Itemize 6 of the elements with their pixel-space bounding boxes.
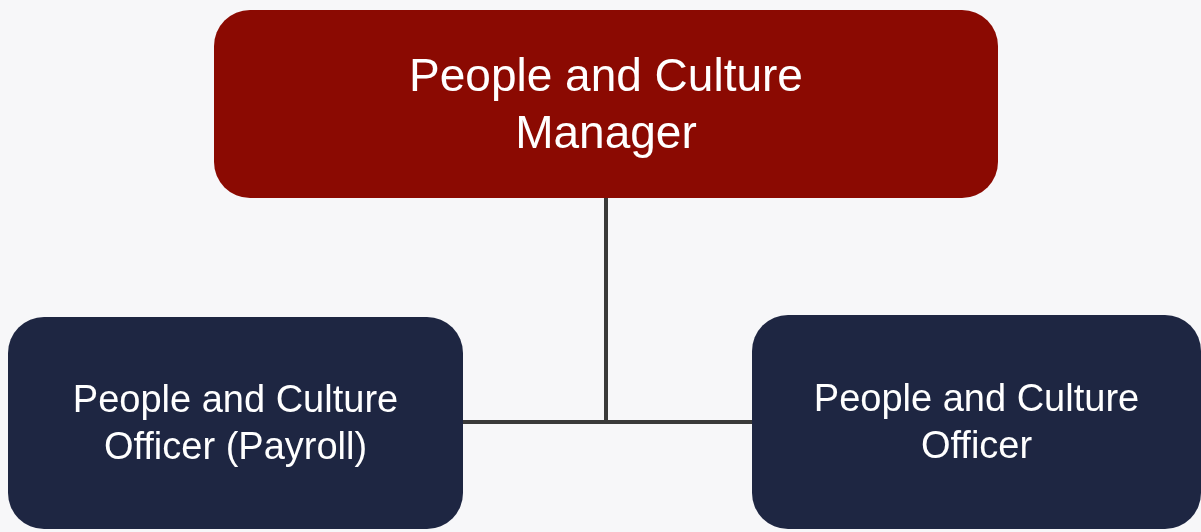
role-box xyxy=(752,315,1201,529)
role-title: People and Culture Officer (Payroll) xyxy=(71,376,400,469)
manager-box xyxy=(214,10,998,198)
role-title: People and Culture Officer xyxy=(812,375,1141,468)
role-box xyxy=(8,317,463,529)
role-title: People and Culture Manager xyxy=(408,47,804,160)
